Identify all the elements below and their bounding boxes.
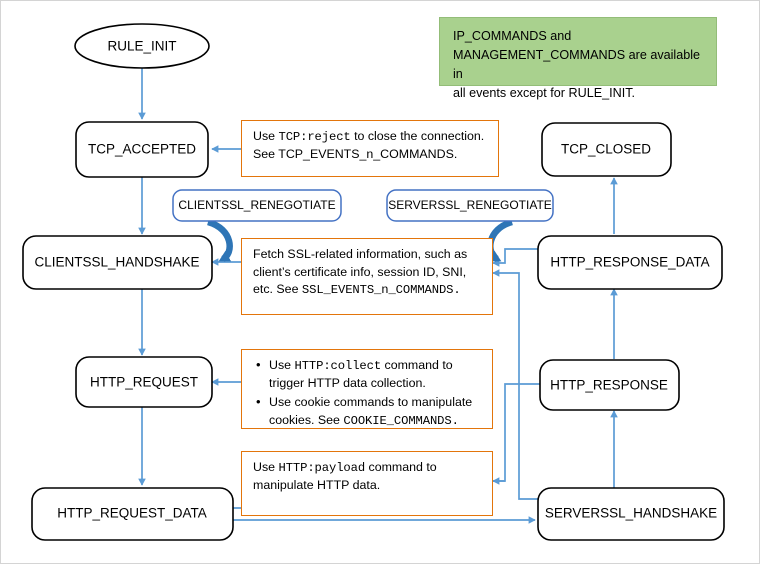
node-http-response-data-shape xyxy=(537,235,723,290)
node-clientssl-renegotiate-shape xyxy=(172,189,342,222)
note-line-1: IP_COMMANDS and xyxy=(453,29,572,43)
callout-payload-line-2: manipulate HTTP data. xyxy=(253,478,381,493)
node-serverssl-handshake-shape xyxy=(537,487,725,541)
callout-http-b2-a: Use cookie commands to manipulate cookie… xyxy=(269,394,473,427)
callout-http-b1-b: command to trigger HTTP data collection. xyxy=(269,358,453,391)
node-http-request-data-shape xyxy=(31,487,234,541)
edge-serverssl-to-ssl-callout xyxy=(492,269,546,500)
callout-payload-line1-a: Use xyxy=(253,460,279,474)
callout-http-b1-a: Use xyxy=(269,358,295,372)
node-serverssl-renegotiate-shape xyxy=(386,189,554,222)
node-tcp-closed-shape xyxy=(541,122,672,177)
callout-http-b2-mono: COOKIE_COMMANDS xyxy=(343,413,452,428)
callout-payload-line-1: Use HTTP:payload command to xyxy=(253,459,483,477)
connectors xyxy=(138,67,618,524)
node-serverssl-renegotiate-label: SERVERSSL_RENEGOTIATE xyxy=(388,198,552,212)
callout-http-b2-b: . xyxy=(451,413,459,428)
callout-tcp-line1-a: Use xyxy=(253,129,279,143)
callout-tcp-line-1: Use TCP:reject to close the connection. xyxy=(253,128,489,146)
callout-ssl-line3-b: . xyxy=(453,283,461,298)
node-clientssl-renegotiate-label: CLIENTSSL_RENEGOTIATE xyxy=(178,198,335,212)
callout-tcp-line1-mono: TCP:reject xyxy=(278,130,351,144)
callout-ssl-line3-mono: SSL_EVENTS_n_COMMANDS xyxy=(301,283,454,298)
note-line-3: all events except for RULE_INIT. xyxy=(453,85,635,100)
node-tcp-accepted-label: TCP_ACCEPTED xyxy=(88,142,196,157)
node-http-request-label: HTTP_REQUEST xyxy=(90,375,198,390)
loop-clientssl-renegotiate xyxy=(206,218,233,262)
node-http-response-label: HTTP_RESPONSE xyxy=(550,378,668,393)
callout-http: Use HTTP:collect command to trigger HTTP… xyxy=(241,349,493,429)
node-rule-init-label: RULE_INIT xyxy=(107,39,176,54)
node-shapes: RULE_INIT TCP_ACCEPTED CLIENTSSL_HANDSHA… xyxy=(22,23,725,541)
callout-tcp-line2-a: See xyxy=(253,147,279,162)
callout-ssl: Fetch SSL-related information, such as c… xyxy=(241,238,493,315)
callout-http-b1-mono: HTTP:collect xyxy=(294,359,382,373)
node-http-response-data-label: HTTP_RESPONSE_DATA xyxy=(550,255,709,270)
loop-serverssl-renegotiate xyxy=(487,218,514,262)
callout-http-bullet-1: Use HTTP:collect command to trigger HTTP… xyxy=(256,356,483,393)
callout-http-list: Use HTTP:collect command to trigger HTTP… xyxy=(253,356,483,430)
node-http-response-shape xyxy=(539,359,680,411)
node-serverssl-handshake-label: SERVERSSL_HANDSHAKE xyxy=(545,506,717,521)
node-clientssl-handshake-shape xyxy=(22,235,213,290)
edge-response-data-to-ssl-callout xyxy=(492,248,546,267)
callout-tcp-line2-b: . xyxy=(453,147,458,162)
callout-payload-line1-b: command to xyxy=(365,460,437,474)
node-clientssl-handshake-label: CLIENTSSL_HANDSHAKE xyxy=(34,255,199,270)
callout-tcp-line-2: See TCP_EVENTS_n_COMMANDS. xyxy=(253,146,489,164)
callout-ssl-line-3: etc. See SSL_EVENTS_n_COMMANDS. xyxy=(253,281,483,299)
callout-tcp-line2-mono: TCP_EVENTS_n_COMMANDS xyxy=(278,147,454,162)
node-tcp-accepted-shape xyxy=(75,121,209,178)
node-http-request-shape xyxy=(75,356,213,408)
callout-http-bullet-2: Use cookie commands to manipulate cookie… xyxy=(256,393,483,430)
note-commands-availability: IP_COMMANDS and MANAGEMENT_COMMANDS are … xyxy=(439,17,717,100)
callout-ssl-line-1: Fetch SSL-related information, such as xyxy=(253,247,468,261)
node-rule-init-shape xyxy=(74,23,210,69)
callout-tcp-line1-b: to close the connection. xyxy=(350,129,485,143)
callout-payload: Use HTTP:payload command to manipulate H… xyxy=(241,451,493,516)
note-line-2: MANAGEMENT_COMMANDS are available in xyxy=(453,47,701,81)
callout-payload-line1-mono: HTTP:payload xyxy=(278,461,366,475)
callout-ssl-line3-a: etc. See xyxy=(253,282,302,297)
callout-tcp: Use TCP:reject to close the connection. … xyxy=(241,120,499,177)
callout-ssl-line-2: client’s certificate info, session ID, S… xyxy=(253,264,467,279)
node-tcp-closed-label: TCP_CLOSED xyxy=(561,142,651,157)
node-http-request-data-label: HTTP_REQUEST_DATA xyxy=(57,506,207,521)
